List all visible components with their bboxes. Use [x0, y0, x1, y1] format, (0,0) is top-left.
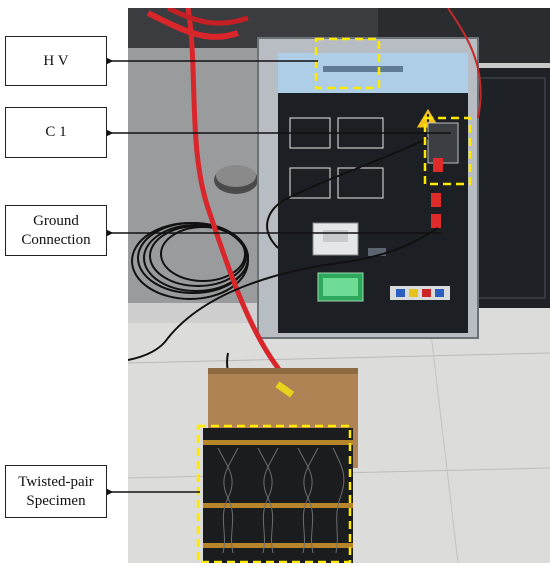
specimen-highlight: [196, 424, 352, 563]
twisted-pair-specimen-label: Twisted-pair Specimen: [5, 465, 107, 518]
hv-label: H V: [5, 36, 107, 86]
c1-highlight: [423, 116, 472, 186]
lcd-display-icon: [317, 272, 364, 302]
test-setup-photo: [128, 8, 550, 563]
highlight-boxes: [196, 37, 472, 563]
printer-icon: [312, 222, 359, 256]
ground-connection-label: Ground Connection: [5, 205, 107, 256]
specimen-board: [203, 428, 353, 563]
hv-highlight: [314, 37, 381, 90]
c1-label: C 1: [5, 107, 107, 158]
keypad-icon: [390, 286, 450, 300]
test-instrument: [257, 37, 479, 339]
black-cable-coil: [131, 222, 249, 300]
